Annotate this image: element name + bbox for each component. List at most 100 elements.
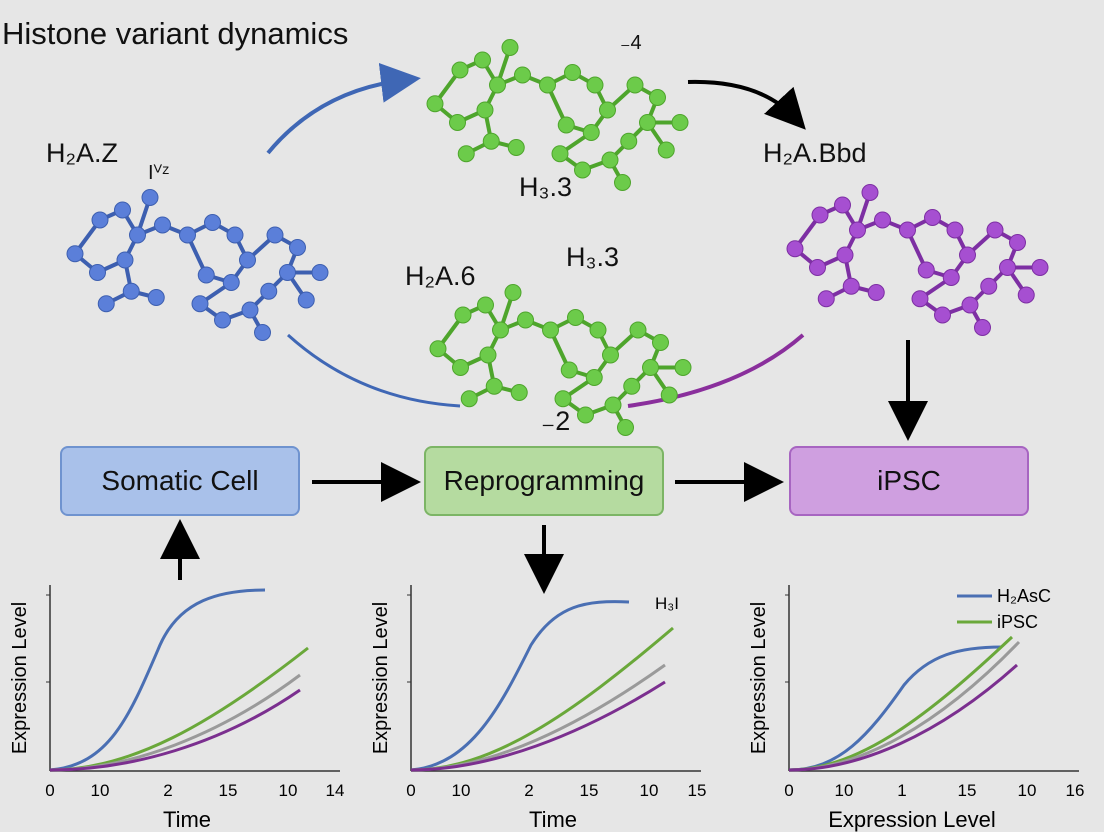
molecule-atom: [849, 221, 866, 239]
chart-1-xlabel: Time: [163, 807, 211, 832]
chart-2-xlabel: Time: [529, 807, 577, 832]
molecule-atom: [226, 226, 244, 244]
molecule-atom: [114, 201, 131, 219]
molecule-atom: [501, 39, 519, 56]
molecule-atom: [817, 290, 835, 308]
molecule-atom: [551, 145, 569, 163]
arc-purple-bottom: [627, 333, 805, 408]
molecule-atom: [476, 101, 494, 119]
molecule-atom: [507, 139, 525, 156]
molecule-atom: [260, 282, 278, 300]
molecule-atom: [426, 95, 444, 113]
box-ipsc: iPSC: [789, 446, 1029, 516]
chart-2-tick-label: 10: [640, 781, 659, 800]
chart-2-annotation: H₃I: [655, 594, 679, 613]
molecule-atom: [91, 211, 109, 229]
molecule-atom: [542, 321, 559, 339]
box-reprogramming: Reprogramming: [424, 446, 664, 516]
chart-3: H₂AsC iPSC Expression Level Expression L…: [748, 585, 1084, 832]
molecule-atom: [604, 396, 622, 414]
molecule-atom: [254, 324, 271, 341]
chart-1-series-purple: [49, 688, 301, 772]
molecule-atom: [671, 114, 689, 131]
molecule-atom: [557, 116, 575, 134]
molecule-atom: [614, 174, 631, 191]
chart-3-tick-label: 10: [1018, 781, 1037, 800]
molecule-atom: [266, 226, 284, 244]
molecule-atom: [639, 114, 656, 131]
molecule-atom: [786, 240, 804, 258]
molecule-atom: [477, 296, 494, 314]
molecule-atom: [574, 161, 591, 179]
molecule-atom: [874, 211, 891, 229]
molecule-atom: [1009, 234, 1026, 251]
chart-3-ylabel: Expression Level: [748, 602, 770, 754]
molecule-atom: [657, 141, 675, 159]
molecule-atom: [1031, 259, 1049, 276]
molecule-atom: [297, 291, 315, 309]
molecule-atom: [585, 369, 603, 386]
page-title: Histone variant dynamics: [2, 16, 349, 51]
molecule-atom: [626, 76, 644, 94]
molecule-atom: [429, 340, 447, 358]
molecule-h33-top: [426, 39, 689, 191]
molecule-atom: [620, 132, 638, 150]
molecule-atom: [289, 239, 306, 256]
chart-2-tick-label: 10: [452, 781, 471, 800]
molecule-atom: [842, 277, 860, 295]
molecule-atom: [222, 274, 240, 291]
chart-3-legend-label-2: iPSC: [997, 612, 1038, 632]
molecule-atom: [577, 406, 594, 424]
molecule-atom: [946, 221, 964, 239]
molecule-atom: [141, 189, 159, 206]
label-h2abbd: H₂A.Bbd: [763, 138, 867, 168]
molecule-h2az: [66, 189, 329, 341]
molecule-atom: [517, 311, 534, 329]
chart-1-series-gray: [49, 673, 301, 772]
molecule-atom: [649, 89, 666, 106]
molecule-atom: [241, 301, 259, 319]
molecule-atom: [834, 196, 851, 214]
molecule-atom: [154, 216, 171, 234]
label-mid-mark: ₋2: [541, 406, 571, 436]
chart-2-tick-label: 2: [524, 781, 533, 800]
molecule-atom: [617, 419, 634, 436]
molecule-atom: [474, 51, 491, 69]
molecule-atom: [917, 261, 935, 279]
box-ipsc-label: iPSC: [877, 465, 941, 496]
molecule-atom: [567, 309, 584, 326]
molecule-atom: [554, 390, 572, 408]
molecule-atom: [489, 76, 506, 94]
chart-2-ylabel: Expression Level: [370, 602, 392, 754]
molecule-atom: [504, 284, 522, 301]
molecule-atom: [974, 319, 991, 336]
label-h33-top: H₃.3: [519, 172, 573, 202]
chart-3-tick-label: 16: [1066, 781, 1085, 800]
molecule-atom: [867, 284, 885, 301]
chart-1-tick-label: 0: [45, 781, 54, 800]
molecule-atom: [89, 264, 106, 281]
molecule-atom: [942, 269, 960, 286]
molecule-atom: [239, 251, 256, 269]
molecule-atom: [485, 377, 503, 395]
molecule-atom: [539, 76, 556, 94]
label-h33-mid: H₃.3: [566, 242, 620, 272]
molecule-atom: [924, 209, 941, 226]
molecule-atom: [457, 145, 475, 163]
chart-2-series-blue: [410, 600, 630, 772]
molecule-atom: [959, 246, 976, 264]
molecule-atom: [179, 226, 196, 244]
label-h2az: H₂A.Z: [46, 138, 118, 168]
molecule-atom: [599, 101, 616, 119]
molecule-atom: [602, 346, 619, 364]
molecule-atom: [66, 245, 84, 263]
molecule-atom: [214, 311, 231, 329]
chart-2-tick-label: 15: [580, 781, 599, 800]
molecule-atom: [980, 277, 998, 295]
chart-2-tick-label: 0: [406, 781, 415, 800]
molecule-atom: [311, 264, 329, 281]
